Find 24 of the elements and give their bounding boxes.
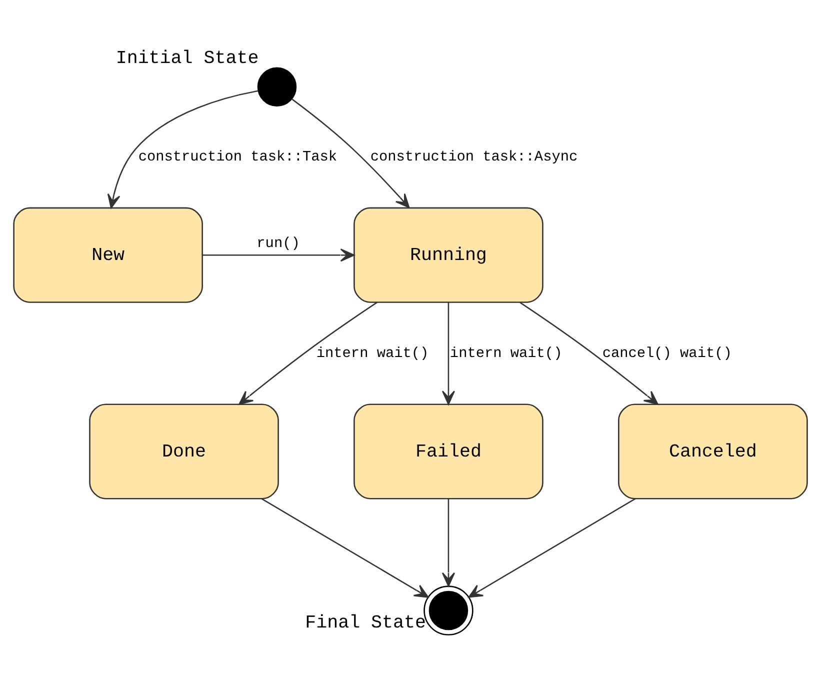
node-box: New xyxy=(13,206,203,302)
edge-label: construction task::Task xyxy=(138,149,337,166)
node-label: Final State xyxy=(305,612,426,633)
arrow xyxy=(468,498,636,598)
edge-label: intern wait() xyxy=(316,345,429,362)
arrow xyxy=(107,90,258,208)
node-box: Done xyxy=(89,403,279,499)
node-label: Initial State xyxy=(116,47,259,68)
node-circle xyxy=(424,585,474,635)
arrow xyxy=(202,248,355,262)
edge-label: construction task::Async xyxy=(370,149,578,166)
node-box: Running xyxy=(354,206,544,302)
arrow xyxy=(520,301,658,404)
arrow xyxy=(442,302,456,404)
edge-label: intern wait() xyxy=(450,345,562,362)
node-circle xyxy=(257,66,297,106)
edge-label: run() xyxy=(256,235,300,252)
node-box: Canceled xyxy=(618,403,808,499)
arrow xyxy=(238,301,378,404)
arrow xyxy=(442,498,456,586)
edge-label: cancel() wait() xyxy=(602,345,732,362)
arrow xyxy=(292,98,410,208)
arrow xyxy=(261,498,429,598)
node-box: Failed xyxy=(354,403,544,499)
